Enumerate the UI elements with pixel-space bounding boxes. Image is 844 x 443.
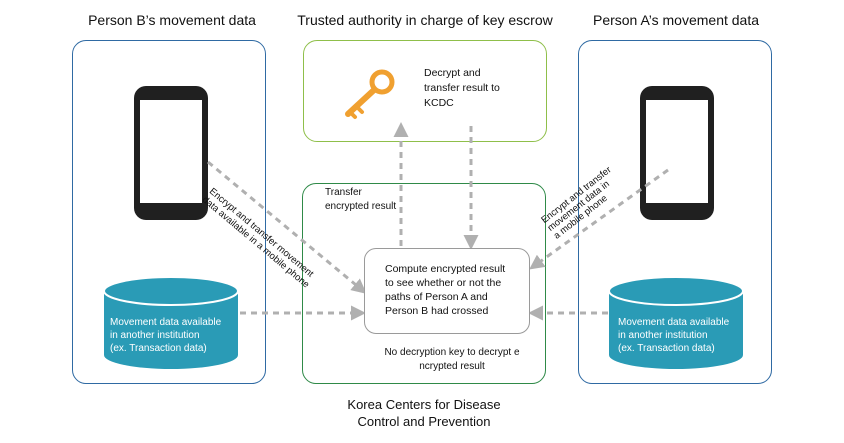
right-database-label: Movement data available in another insti… xyxy=(618,317,730,354)
arrow-right-phone xyxy=(529,168,669,270)
database-icon xyxy=(608,276,744,369)
person-b-title: Person B’s movement data xyxy=(88,12,256,28)
kcdc-caption: Korea Centers for Disease Control and Pr… xyxy=(347,397,501,429)
key-icon xyxy=(345,69,395,119)
compute-box: Compute encrypted result to see whether … xyxy=(364,248,530,334)
arrow-left-phone xyxy=(207,160,367,294)
no-decryption-key-label: No decryption key to decrypt e ncrypted … xyxy=(384,347,520,372)
trusted-authority-title: Trusted authority in charge of key escro… xyxy=(297,12,553,28)
decrypt-transfer-label: Decrypt and transfer result to KCDC xyxy=(424,67,500,109)
transfer-encrypted-label: Transfer encrypted result xyxy=(325,187,397,212)
left-database-label: Movement data available in another insti… xyxy=(110,317,222,354)
database-icon xyxy=(103,276,239,369)
phone-icon xyxy=(134,86,208,220)
person-a-title: Person A’s movement data xyxy=(592,12,760,28)
phone-icon xyxy=(640,86,714,220)
trusted-authority-panel xyxy=(303,40,547,142)
